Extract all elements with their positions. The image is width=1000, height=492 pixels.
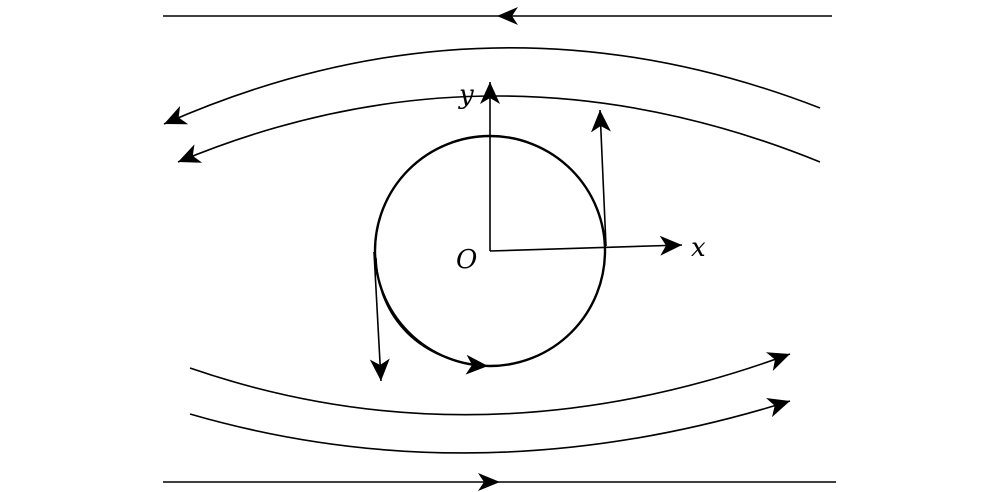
bottom-streamline-arrowhead [478,473,500,491]
surface-streamline [375,257,489,375]
x-axis-label: x [691,233,706,263]
left-surface-velocity-arrow [369,251,390,382]
top-straight-streamline [163,7,832,25]
x-axis [489,235,683,256]
origin-label: O [456,245,477,275]
upper-inner-streamline [177,95,821,163]
bottom-straight-streamline [163,473,836,491]
y-axis-label: y [458,80,474,110]
top-streamline-arrowhead [497,7,518,25]
upper-outer-streamline [163,46,821,125]
lower-inner-streamline [189,352,791,416]
right-surface-velocity-arrow [590,109,611,247]
lower-outer-streamline [189,398,791,454]
